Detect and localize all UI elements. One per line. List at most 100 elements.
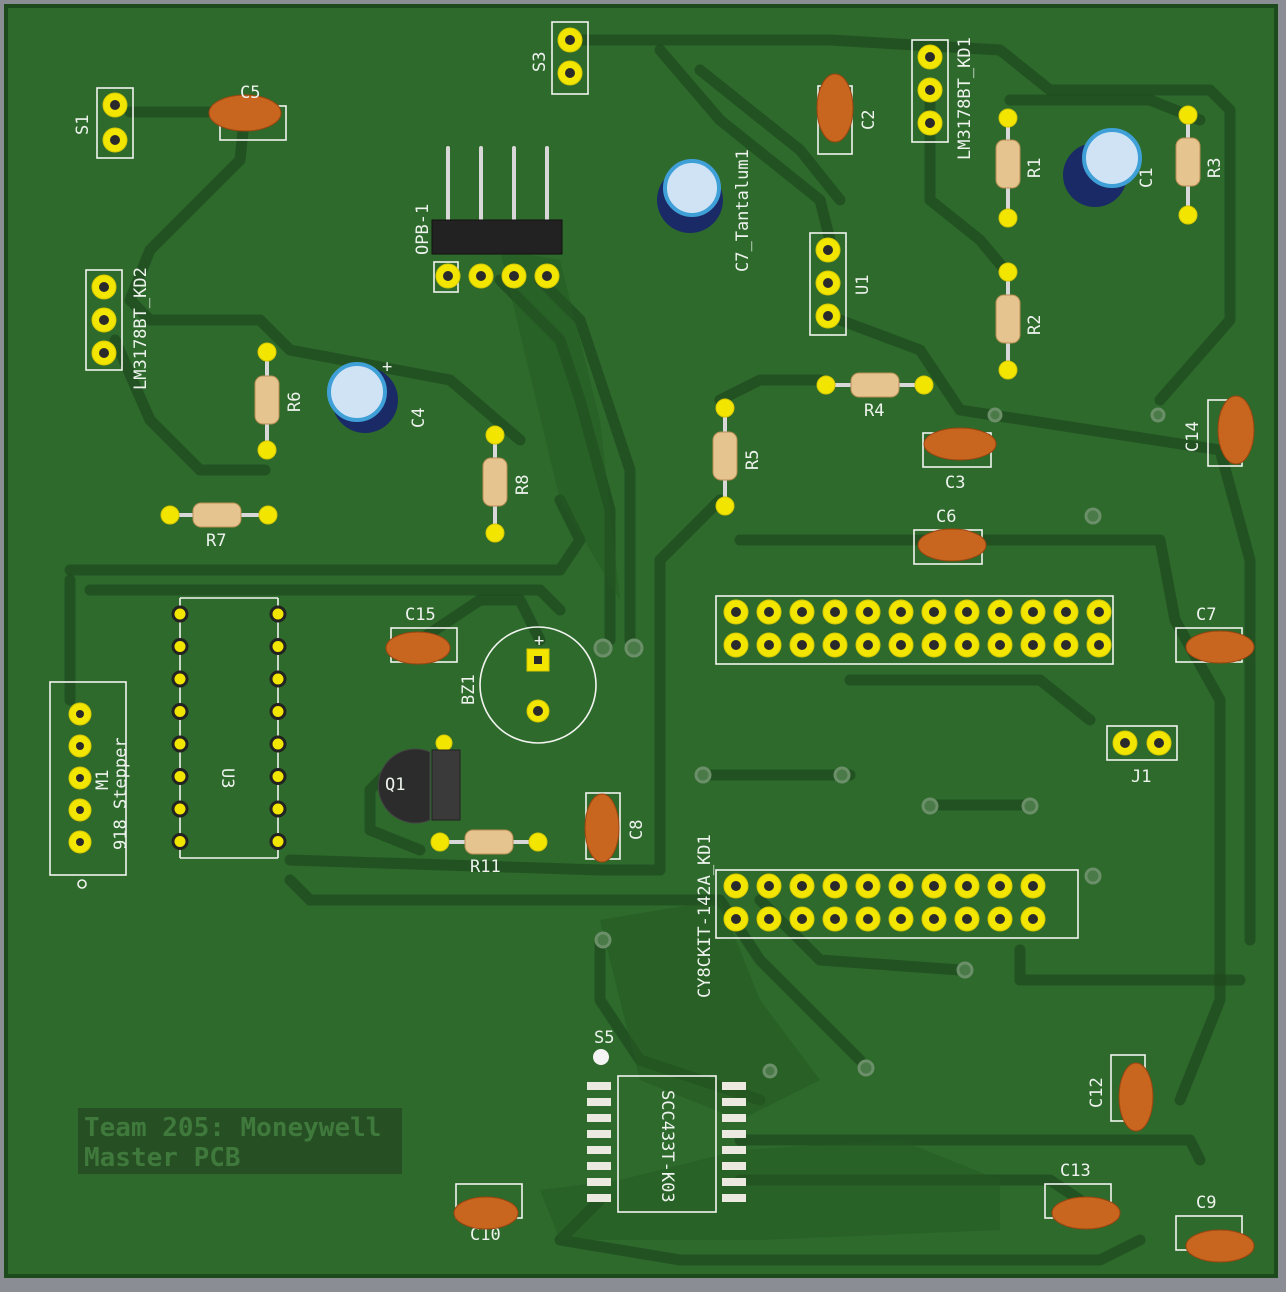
capacitor-c9: C9 <box>1175 1193 1255 1263</box>
dip-pin <box>171 768 189 785</box>
pad-hole <box>995 640 1005 650</box>
ic-u3: U3 <box>171 597 287 859</box>
dip-pin <box>171 638 189 655</box>
pad-hole <box>929 640 939 650</box>
label-r7: R7 <box>206 531 226 551</box>
label-c14: C14 <box>1183 421 1203 452</box>
label-c9: C9 <box>1196 1193 1216 1213</box>
capacitor-c12: C12 <box>1087 1054 1154 1132</box>
label-c6: C6 <box>936 507 956 527</box>
capacitor-c13: C13 <box>1044 1161 1121 1230</box>
pad-hole <box>962 607 972 617</box>
resistor-r6: R6 <box>254 342 305 460</box>
pad-hole <box>731 607 741 617</box>
pad-hole <box>1028 881 1038 891</box>
resistor-r1: R1 <box>995 108 1045 228</box>
capacitor-c7-tantalum: C7_Tantalum1 <box>657 149 753 272</box>
switch-s1: S1 <box>73 87 134 159</box>
board-title-block: Team 205: Moneywell Master PCB <box>78 1108 402 1174</box>
pad-hole <box>797 881 807 891</box>
label-r11: R11 <box>470 857 501 877</box>
smd-pad <box>722 1114 746 1122</box>
pad-hole <box>1028 640 1038 650</box>
regulator-lm-kd2: LM3178BT_KD2 <box>85 267 151 390</box>
pad-hole <box>863 914 873 924</box>
capacitor-c1: C1 <box>1063 128 1157 207</box>
label-r8: R8 <box>513 475 533 495</box>
label-r4: R4 <box>864 401 884 421</box>
pad-hole <box>962 640 972 650</box>
pad-hole <box>962 914 972 924</box>
dip-pin <box>171 735 189 753</box>
board-title-line2: Master PCB <box>84 1143 241 1173</box>
dip-pin <box>171 670 189 688</box>
copper-pour <box>600 900 820 1120</box>
resistor-r11: R11 <box>430 829 548 877</box>
label-stepper: 918 Stepper <box>111 737 131 850</box>
capacitor-c8: C8 <box>584 792 647 863</box>
label-cy8ckit: CY8CKIT-142A_KD1 <box>695 834 715 998</box>
pad-hole <box>929 881 939 891</box>
label-c2: C2 <box>859 110 879 130</box>
label-bz1: BZ1 <box>459 674 479 705</box>
label-bz1-plus: + <box>534 631 544 651</box>
buzzer-bz1: + BZ1 <box>459 626 597 744</box>
vias <box>593 407 1166 1079</box>
capacitor-c14: C14 <box>1183 395 1255 467</box>
dip-pin <box>269 735 287 753</box>
label-r5: R5 <box>743 450 763 470</box>
pad-hole <box>1028 914 1038 924</box>
label-u1: U1 <box>853 275 873 295</box>
resistor-r5: R5 <box>712 398 763 516</box>
capacitor-c5: C5 <box>208 83 287 141</box>
smd-pad <box>587 1162 611 1170</box>
pad-hole <box>896 607 906 617</box>
pad-hole <box>995 914 1005 924</box>
smd-pad <box>722 1130 746 1138</box>
connector-j1: J1 <box>1106 725 1178 787</box>
pad-hole <box>995 607 1005 617</box>
smd-pad <box>587 1114 611 1122</box>
pad-hole <box>1028 607 1038 617</box>
header-upper-2x12 <box>715 595 1114 665</box>
smd-pad <box>587 1146 611 1154</box>
capacitor-c3: C3 <box>922 427 997 493</box>
pad-hole <box>995 881 1005 891</box>
pad-hole <box>731 881 741 891</box>
smd-pad <box>722 1194 746 1202</box>
resistor-r4: R4 <box>816 372 934 421</box>
dip-pin <box>171 833 189 850</box>
label-m1: M1 <box>93 770 113 790</box>
switch-s3: S3 <box>530 21 589 95</box>
dip-pin <box>269 833 287 850</box>
label-c12: C12 <box>1087 1077 1107 1108</box>
pad-hole <box>929 914 939 924</box>
label-r2: R2 <box>1025 315 1045 335</box>
label-c4: C4 <box>409 408 429 428</box>
pad-hole <box>863 607 873 617</box>
label-s1: S1 <box>73 115 93 135</box>
label-c4-plus: + <box>382 357 392 377</box>
label-opb1: OPB-1 <box>413 204 433 255</box>
smd-pad <box>587 1082 611 1090</box>
pad-hole <box>830 640 840 650</box>
dip-pin <box>269 800 287 818</box>
pad-hole <box>764 914 774 924</box>
label-c5: C5 <box>240 83 260 103</box>
smd-pad <box>587 1098 611 1106</box>
smd-pad <box>722 1146 746 1154</box>
ic-scc433t: S5 SCC433T-K03 <box>587 1028 746 1213</box>
header-opb1: OPB-1 <box>413 146 563 293</box>
pad-hole <box>764 881 774 891</box>
label-c15: C15 <box>405 605 436 625</box>
label-j1: J1 <box>1131 767 1151 787</box>
smd-pad <box>722 1082 746 1090</box>
capacitor-c7: C7 <box>1175 605 1255 664</box>
pad-hole <box>929 607 939 617</box>
smd-pad <box>722 1098 746 1106</box>
label-r3: R3 <box>1205 158 1225 178</box>
dip-pin <box>171 703 189 720</box>
capacitor-c2: C2 <box>816 73 879 155</box>
pad-hole <box>731 640 741 650</box>
